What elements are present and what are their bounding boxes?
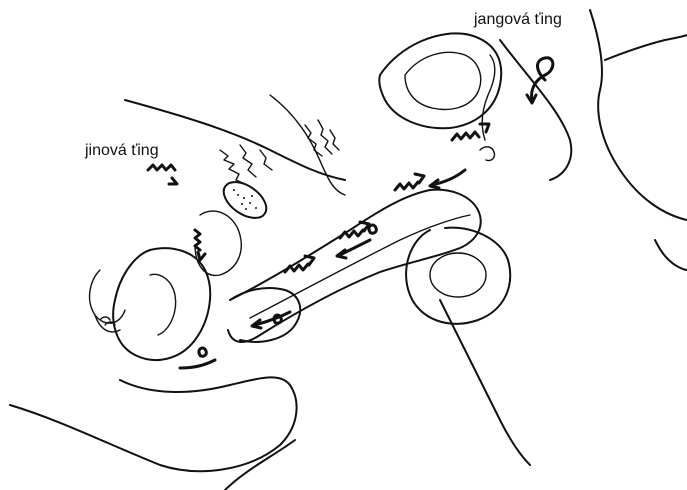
- arrow-down-1: [195, 230, 200, 250]
- lower-curve: [120, 377, 290, 392]
- male-leg-line: [655, 240, 687, 270]
- scrotum-outline: [406, 228, 510, 324]
- seminal-duct: [480, 55, 495, 161]
- label-jang: jangová ťing: [474, 12, 562, 28]
- arrow-return-1: [340, 240, 370, 255]
- hair-texture: [220, 145, 272, 184]
- arrow-shaft-1: [285, 264, 308, 272]
- arrow-return-3: [432, 170, 465, 185]
- arrow-up-right: [452, 132, 479, 140]
- ovoid-dots: [233, 189, 257, 210]
- male-pelvis-line: [500, 40, 571, 180]
- uterus-inner: [150, 274, 176, 335]
- loop-small-1: [369, 225, 376, 233]
- urethra: [250, 215, 470, 318]
- vaginal-canal: [230, 288, 300, 342]
- tube-left: [95, 315, 120, 332]
- label-jin: jinová ťing: [85, 143, 159, 159]
- male-body-right: [590, 10, 687, 220]
- arrow-jin-left: [148, 165, 175, 170]
- arrowhead-jin: [169, 178, 177, 184]
- body-outline-lower: [10, 385, 297, 471]
- dotted-ovoid: [217, 175, 272, 225]
- arrow-bottom: [180, 360, 215, 368]
- arrow-shaft-2: [340, 230, 363, 238]
- uterus-outline: [113, 248, 210, 360]
- testis: [430, 253, 486, 297]
- bladder-inner: [405, 52, 481, 109]
- arrow-shaft-3: [395, 182, 418, 190]
- hair-texture-2: [305, 120, 339, 156]
- male-body-upper: [605, 35, 687, 60]
- loop-small-3: [199, 348, 206, 356]
- arrowhead-down-1: [198, 252, 205, 260]
- arrowhead-up-right: [480, 124, 489, 132]
- thigh-outline: [225, 440, 295, 490]
